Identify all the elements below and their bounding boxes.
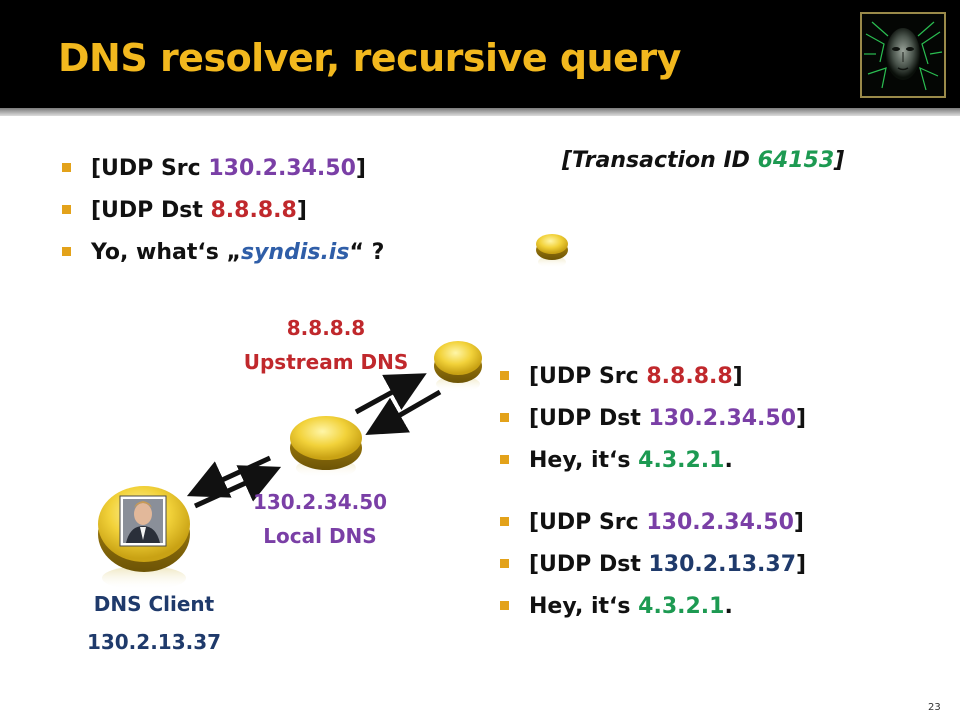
- bullet-square-icon: [500, 559, 509, 568]
- upstream-reply-bullet-src: [UDP Src 8.8.8.8]: [500, 364, 743, 389]
- shodan-logo-image: [860, 12, 946, 98]
- client-name-label: DNS Client: [93, 592, 215, 616]
- ip-address: 8.8.8.8: [210, 198, 297, 223]
- arrow-upstream-to-local: [365, 389, 442, 435]
- bullet-square-icon: [62, 247, 71, 256]
- ip-address: 4.3.2.1: [638, 594, 725, 619]
- ip-address: 130.2.34.50: [208, 156, 356, 181]
- local-name-label: Local DNS: [263, 524, 377, 548]
- slide-header: DNS resolver, recursive query: [0, 0, 960, 108]
- query-bullet-dst: [UDP Dst 8.8.8.8]: [62, 198, 307, 223]
- slide-title: DNS resolver, recursive query: [58, 36, 681, 80]
- ip-address: 8.8.8.8: [646, 364, 733, 389]
- upstream-reply-bullet-dst: [UDP Dst 130.2.34.50]: [500, 406, 806, 431]
- local-ip-label: 130.2.34.50: [252, 490, 388, 514]
- local-reply-bullet-dst: [UDP Dst 130.2.13.37]: [500, 552, 806, 577]
- upstream-reply-bullet-answer: Hey, it‘s 4.3.2.1.: [500, 448, 733, 473]
- arrow-local-to-upstream: [354, 373, 427, 415]
- arrow-client-to-local: [193, 465, 282, 509]
- local-dns-node-icon: [290, 416, 362, 478]
- bullet-square-icon: [500, 517, 509, 526]
- arrow-local-to-client: [186, 455, 272, 498]
- header-divider: [0, 108, 960, 116]
- upstream-dns-node-icon: [434, 341, 482, 392]
- bullet-square-icon: [500, 413, 509, 422]
- transaction-id: [Transaction ID 64153]: [562, 148, 845, 173]
- local-reply-bullet-src: [UDP Src 130.2.34.50]: [500, 510, 804, 535]
- bullet-square-icon: [500, 601, 509, 610]
- bullet-square-icon: [62, 163, 71, 172]
- upstream-ip-label: 8.8.8.8: [286, 316, 366, 340]
- ip-address: 130.2.13.37: [648, 552, 797, 577]
- page-number: 23: [928, 702, 941, 713]
- upstream-name-label: Upstream DNS: [243, 350, 409, 374]
- local-reply-bullet-answer: Hey, it‘s 4.3.2.1.: [500, 594, 733, 619]
- client-node-icon: [98, 486, 190, 590]
- ip-address: 130.2.34.50: [646, 510, 794, 535]
- bullet-square-icon: [500, 455, 509, 464]
- client-ip-label: 130.2.13.37: [86, 630, 222, 654]
- query-bullet-src: [UDP Src 130.2.34.50]: [62, 156, 366, 181]
- transaction-id-value: 64153: [757, 148, 835, 173]
- slide-body: [UDP Src 130.2.34.50] [UDP Dst 8.8.8.8] …: [0, 116, 960, 720]
- floating-node-icon: [536, 234, 568, 268]
- face-logo-icon: [862, 14, 944, 96]
- dns-diagram: [98, 234, 568, 590]
- ip-address: 130.2.34.50: [648, 406, 797, 431]
- bullet-square-icon: [62, 205, 71, 214]
- domain-name: syndis.is: [240, 240, 350, 265]
- ip-address: 4.3.2.1: [638, 448, 725, 473]
- query-bullet-question: Yo, what‘s „syndis.is“ ?: [62, 240, 384, 265]
- bullet-square-icon: [500, 371, 509, 380]
